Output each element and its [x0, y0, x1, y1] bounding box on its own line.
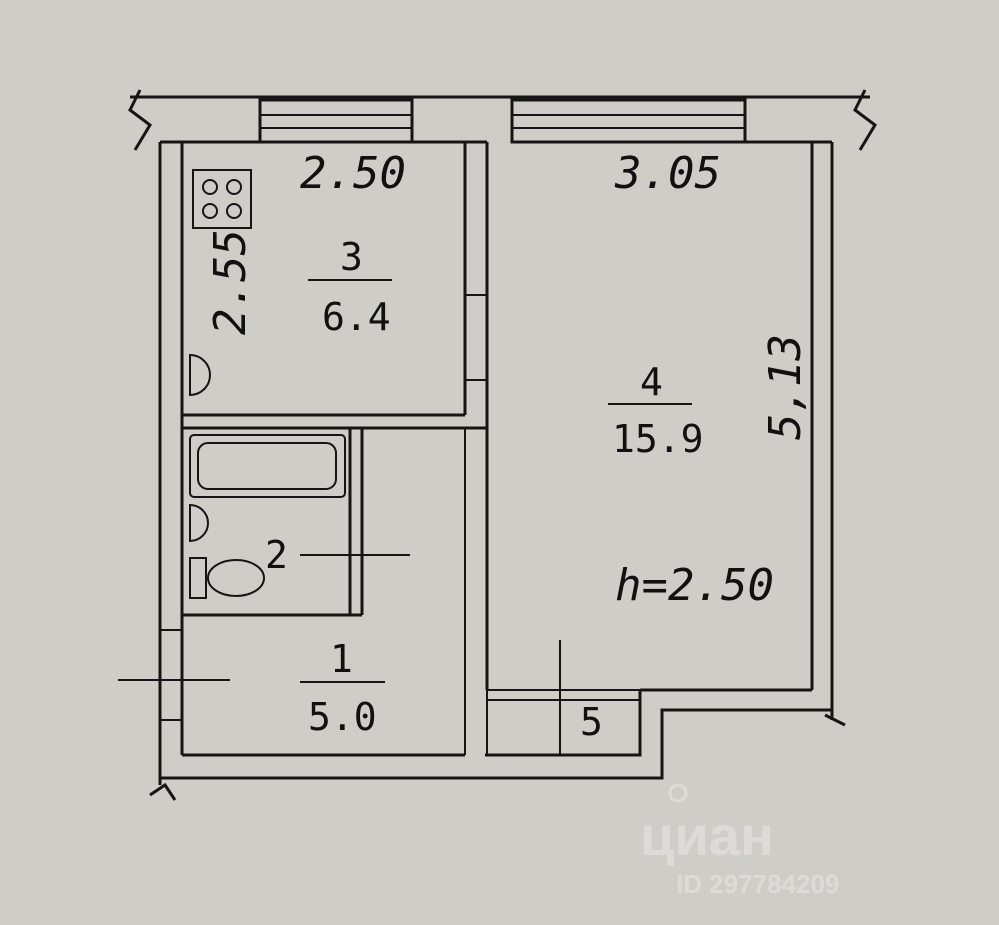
- room-4-number: 4: [640, 360, 663, 404]
- room-depth: 5,13: [760, 334, 811, 440]
- room-5-number: 5: [580, 700, 603, 744]
- stove-icon: [192, 169, 252, 229]
- room-1-area: 5.0: [308, 695, 377, 739]
- room-2-number: 2: [265, 533, 288, 577]
- room-3-area: 6.4: [322, 295, 391, 339]
- room-1-number: 1: [330, 637, 353, 681]
- watermark-brand: циан: [640, 804, 774, 867]
- fixtures: [189, 169, 346, 599]
- walls: [118, 89, 877, 801]
- watermark-id: ID 297784209: [676, 869, 839, 899]
- sink-icon: [189, 353, 211, 397]
- room-width: 3.05: [614, 148, 721, 199]
- washbasin-icon: [189, 503, 209, 543]
- kitchen-width: 2.50: [300, 148, 406, 199]
- watermark: циан ID 297784209: [640, 783, 839, 899]
- ceiling-height: h=2.50: [615, 560, 774, 611]
- toilet-icon: [189, 557, 265, 599]
- bathtub-icon: [189, 434, 346, 498]
- room-4-area: 15.9: [612, 417, 704, 461]
- room-3-number: 3: [340, 235, 363, 279]
- labels: 2.50 3.05 2.55 5,13 h=2.50 3 6.4 4 15.9 …: [205, 148, 811, 744]
- kitchen-depth: 2.55: [205, 229, 256, 335]
